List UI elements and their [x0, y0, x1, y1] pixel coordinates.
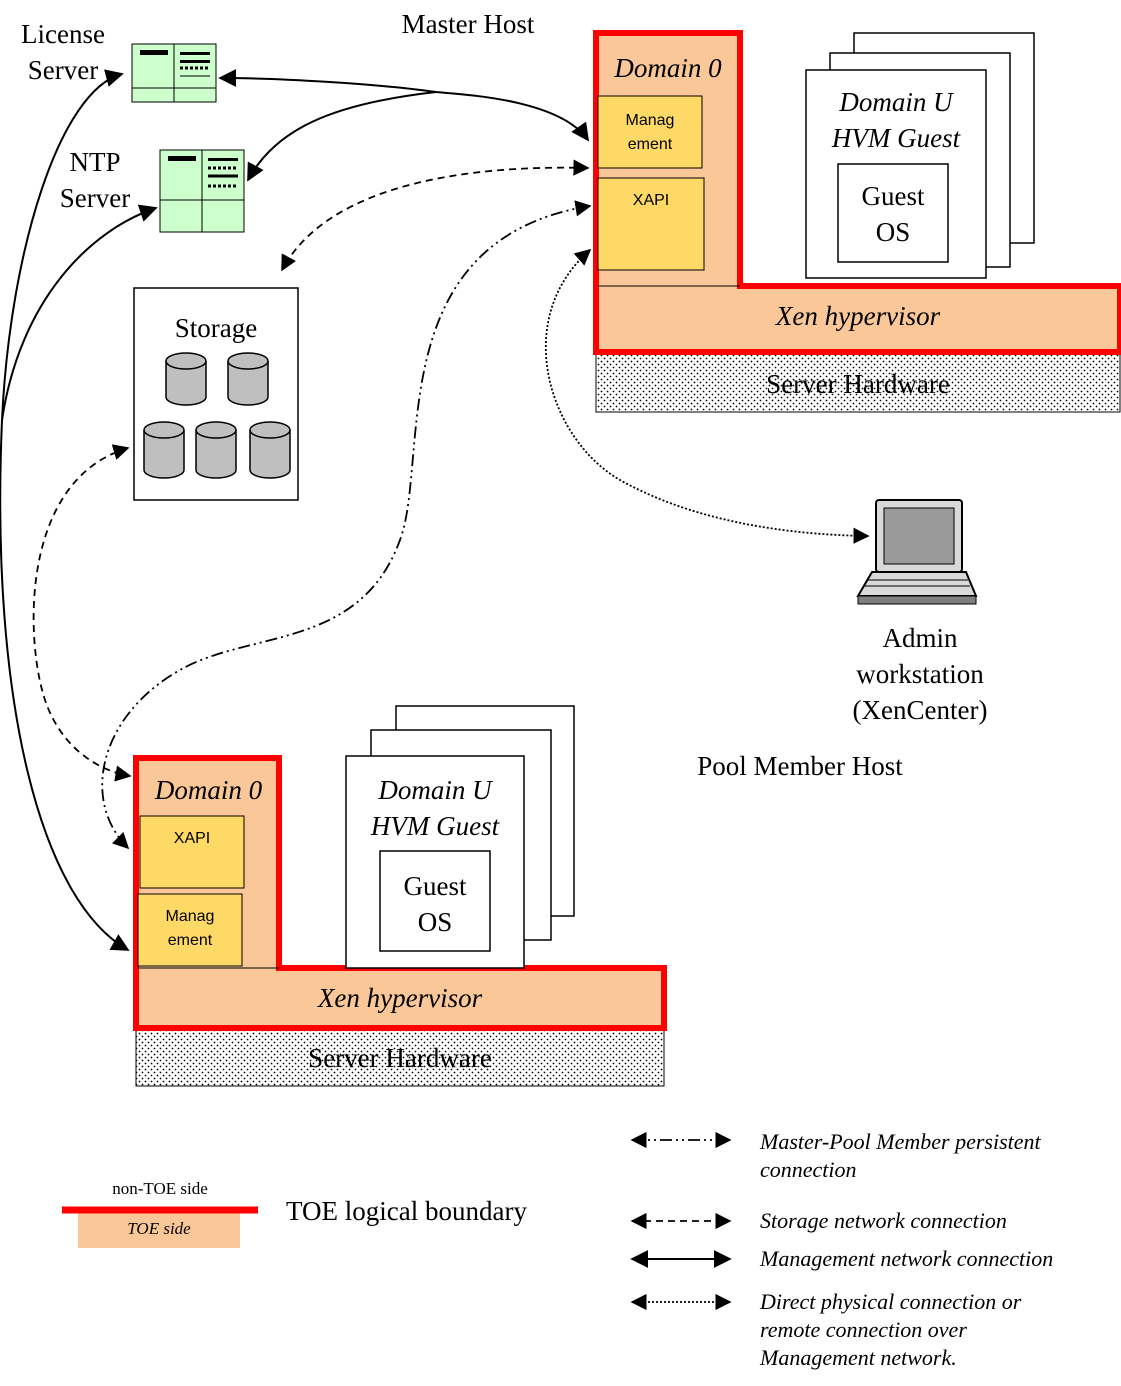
admin-label-3: (XenCenter) — [852, 695, 988, 725]
admin-label-2: workstation — [856, 659, 984, 689]
legend-master-pool-label-1: Master-Pool Member persistent — [760, 1129, 1041, 1154]
master-hypervisor-label: Xen hypervisor — [775, 301, 941, 331]
master-host-label: Master Host — [401, 9, 535, 39]
master-pool-connection — [101, 200, 592, 850]
laptop-icon — [856, 499, 978, 605]
legend-management-label: Management network connection — [760, 1246, 1054, 1271]
toe-side-label: TOE side — [127, 1219, 191, 1238]
toe-legend-graphic — [62, 1206, 258, 1248]
legend-master-pool-label-2: connection — [760, 1157, 857, 1182]
master-management-box — [597, 95, 703, 169]
storage-connections — [32, 159, 590, 782]
master-host — [593, 30, 1121, 413]
pool-guest-os-label-2: OS — [417, 907, 453, 937]
master-domain0-label: Domain 0 — [614, 53, 722, 83]
pool-server-hardware — [135, 1027, 665, 1087]
legend-storage-label: Storage network connection — [760, 1208, 1007, 1233]
pool-management-label-2: ement — [167, 932, 213, 949]
admin-label-1: Admin — [882, 623, 958, 653]
pool-guest-os-label-1: Guest — [403, 871, 467, 901]
master-management-label-2: ement — [627, 136, 673, 153]
pool-domainu-label-2: HVM Guest — [370, 811, 500, 841]
master-guest-os-box — [837, 163, 949, 263]
pool-management-label-1: Manag — [165, 908, 215, 925]
ntp-server-icon — [159, 149, 245, 233]
non-toe-side-label: non-TOE side — [112, 1179, 208, 1198]
legend-direct-label-2: remote connection over — [760, 1317, 967, 1342]
pool-hypervisor-label: Xen hypervisor — [317, 983, 483, 1013]
direct-connection — [544, 248, 870, 544]
master-guest-os-label-1: Guest — [861, 181, 925, 211]
master-domainu-label-2: HVM Guest — [831, 123, 961, 153]
ntp-server-label-1: NTP — [69, 147, 121, 177]
pool-domain0-label: Domain 0 — [154, 775, 263, 805]
pool-guest-os-box — [379, 850, 491, 952]
pool-host-label: Pool Member Host — [697, 751, 903, 781]
master-hardware-label: Server Hardware — [766, 369, 950, 399]
pool-xapi-label: XAPI — [173, 830, 211, 847]
ntp-server-label-2: Server — [59, 183, 131, 213]
master-management-label-1: Manag — [625, 112, 675, 129]
pool-xapi-box — [139, 815, 245, 889]
license-server-label-1: License — [21, 19, 105, 49]
license-server-icon — [131, 43, 217, 103]
toe-boundary-label: TOE logical boundary — [286, 1196, 527, 1226]
management-connections — [0, 69, 590, 951]
master-domainu-label-1: Domain U — [839, 87, 953, 117]
pool-domainu-label-1: Domain U — [378, 775, 492, 805]
master-guest-os-label-2: OS — [875, 217, 911, 247]
storage-label: Storage — [174, 313, 258, 343]
pool-hardware-label: Server Hardware — [308, 1043, 492, 1073]
pool-management-box — [137, 893, 243, 967]
master-xapi-label: XAPI — [632, 192, 670, 209]
license-server-label-2: Server — [27, 55, 99, 85]
legend-direct-label-1: Direct physical connection or — [760, 1289, 1022, 1314]
legend-direct-label-3: Management network. — [760, 1345, 957, 1370]
